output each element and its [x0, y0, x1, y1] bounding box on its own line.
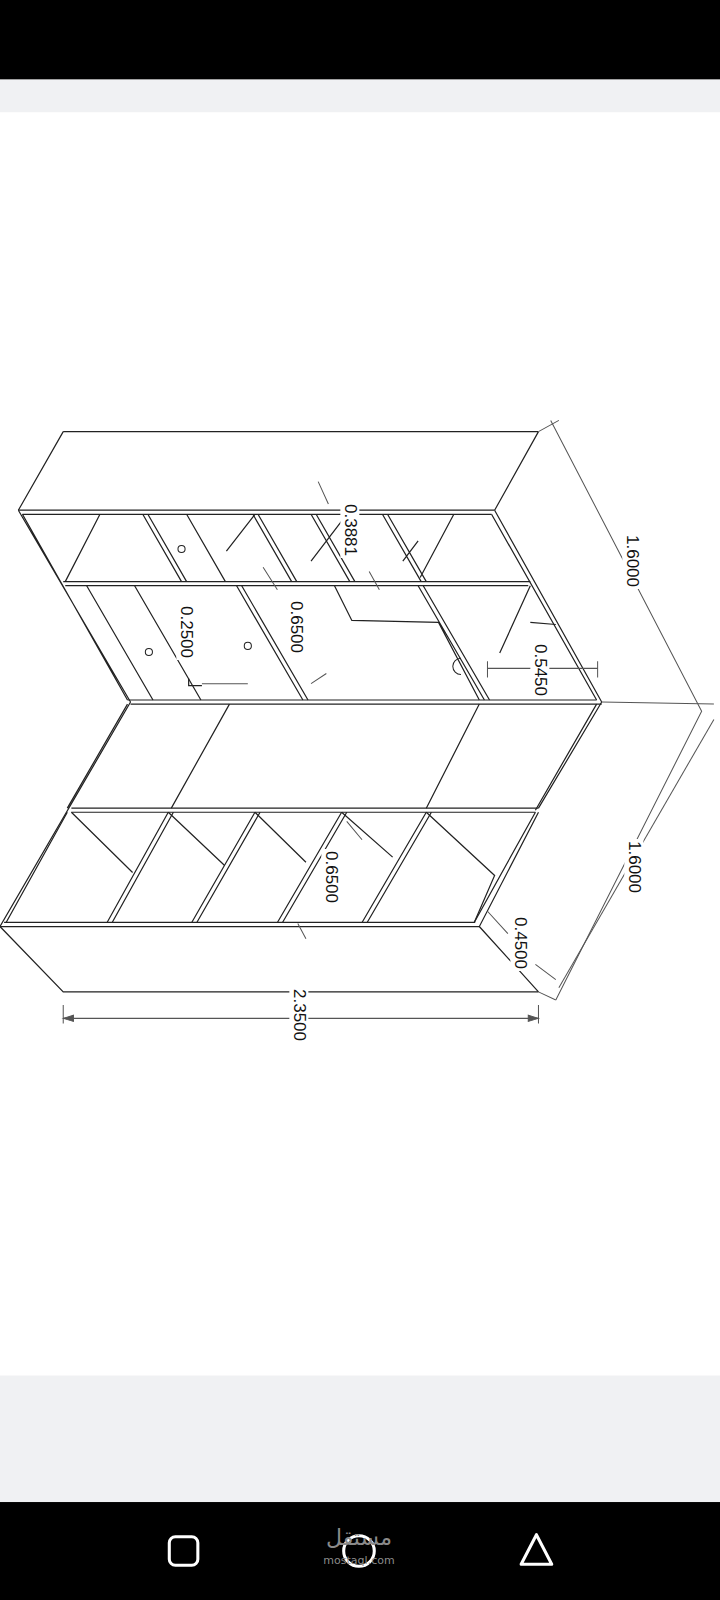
dimension-lines: [63, 420, 714, 1023]
nav-triangle: [521, 1535, 552, 1565]
top-band: [0, 80, 720, 113]
bottom-band: [0, 1376, 720, 1503]
dimension-label: 0.2500: [177, 604, 196, 660]
wardrobe-lines: [0, 432, 602, 992]
dimension-label: 1.6000: [623, 533, 642, 589]
dimension-label: 0.5450: [531, 642, 550, 698]
dimension-label: 0.4500: [511, 915, 530, 971]
nav-bar: [0, 1502, 720, 1600]
dimension-label: 0.3881: [341, 502, 360, 558]
dimension-label: 0.6500: [322, 849, 341, 905]
watermark: mostaql.com: [321, 1555, 396, 1567]
dimension-label: 0.6500: [287, 599, 306, 655]
status-bar: [0, 0, 720, 80]
dimension-label: 1.6000: [625, 839, 644, 895]
watermark: مستقل: [324, 1526, 394, 1550]
handles: [145, 545, 461, 674]
dimension-label: 2.3500: [290, 987, 309, 1043]
nav-square: [169, 1537, 198, 1566]
